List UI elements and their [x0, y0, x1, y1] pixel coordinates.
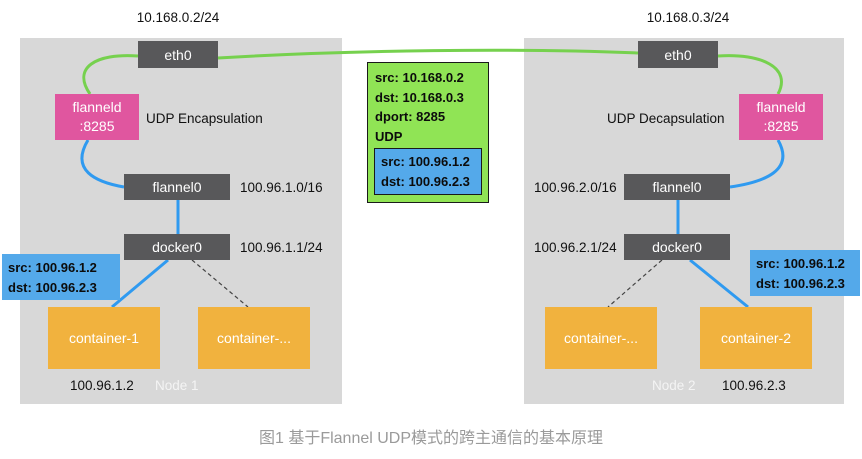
- udp-packet-src: src: 10.168.0.2: [375, 70, 464, 85]
- node1-eth0-label: eth0: [164, 46, 192, 63]
- node2-container-2-label: container-2: [720, 330, 792, 346]
- node2-container-ip: 100.96.2.3: [722, 378, 786, 393]
- udp-packet-proto: UDP: [375, 128, 403, 144]
- node1-flannel0-cidr: 100.96.1.0/16: [240, 180, 323, 195]
- udp-packet-inner-dst: dst: 100.96.2.3: [381, 174, 470, 190]
- node1-host-ip: 10.168.0.2/24: [136, 10, 220, 25]
- node1-container-1-label: container-1: [68, 330, 140, 346]
- node2-docker0-cidr: 100.96.2.1/24: [534, 240, 617, 255]
- node1-name: Node 1: [155, 378, 199, 393]
- node1-docker0: docker0: [124, 234, 230, 260]
- node2-eth0-label: eth0: [664, 46, 692, 63]
- node1-docker0-label: docker0: [152, 239, 202, 255]
- node2-eth0: eth0: [638, 41, 718, 68]
- node1-flanneld: flanneld :8285: [55, 94, 139, 140]
- node1-docker0-cidr: 100.96.1.1/24: [240, 240, 323, 255]
- node1-container-ip: 100.96.1.2: [70, 378, 134, 393]
- udp-packet-dport: dport: 8285: [375, 109, 446, 124]
- node1-flannel0-label: flannel0: [152, 179, 202, 195]
- node1-flannel0: flannel0: [124, 174, 230, 200]
- node2-host-ip: 10.168.0.3/24: [646, 10, 730, 25]
- node1-inner-packet: src: 100.96.1.2 dst: 100.96.2.3: [2, 254, 120, 300]
- node2-flanneld-port: :8285: [763, 118, 799, 134]
- node2-container-2: container-2: [700, 307, 812, 369]
- node2-inner-packet-dst: dst: 100.96.2.3: [756, 276, 845, 292]
- node1-eth0: eth0: [138, 41, 218, 68]
- node2-inner-packet-src: src: 100.96.1.2: [756, 256, 845, 271]
- node1-process-label: UDP Encapsulation: [146, 111, 263, 126]
- node2-flanneld: flanneld :8285: [739, 94, 823, 140]
- node1-container-1: container-1: [48, 307, 160, 369]
- node2-name: Node 2: [652, 378, 696, 393]
- udp-packet-inner-payload: src: 100.96.1.2 dst: 100.96.2.3: [374, 148, 482, 195]
- node2-container-1-label: container-...: [564, 330, 638, 346]
- node2-process-label: UDP Decapsulation: [607, 111, 725, 126]
- node2-container-1: container-...: [545, 307, 657, 369]
- node1-flanneld-name: flanneld: [72, 99, 122, 116]
- figure-caption: 图1 基于Flannel UDP模式的跨主通信的基本原理: [258, 430, 604, 447]
- node1-container-2-label: container-...: [217, 330, 291, 346]
- udp-packet-dst: dst: 10.168.0.3: [375, 89, 464, 105]
- node2-flannel0-cidr: 100.96.2.0/16: [534, 180, 617, 195]
- node2-docker0-label: docker0: [652, 239, 702, 255]
- node2-flannel0: flannel0: [624, 174, 730, 200]
- node1-inner-packet-src: src: 100.96.1.2: [8, 260, 97, 275]
- node1-container-2: container-...: [198, 307, 310, 369]
- node1-flanneld-port: :8285: [79, 118, 115, 134]
- node2-flanneld-name: flanneld: [756, 99, 806, 116]
- udp-packet-inner-src: src: 100.96.1.2: [381, 154, 470, 169]
- node2-flannel0-label: flannel0: [652, 179, 702, 195]
- node2-inner-packet: src: 100.96.1.2 dst: 100.96.2.3: [750, 250, 860, 296]
- node2-docker0: docker0: [624, 234, 730, 260]
- node1-inner-packet-dst: dst: 100.96.2.3: [8, 280, 97, 296]
